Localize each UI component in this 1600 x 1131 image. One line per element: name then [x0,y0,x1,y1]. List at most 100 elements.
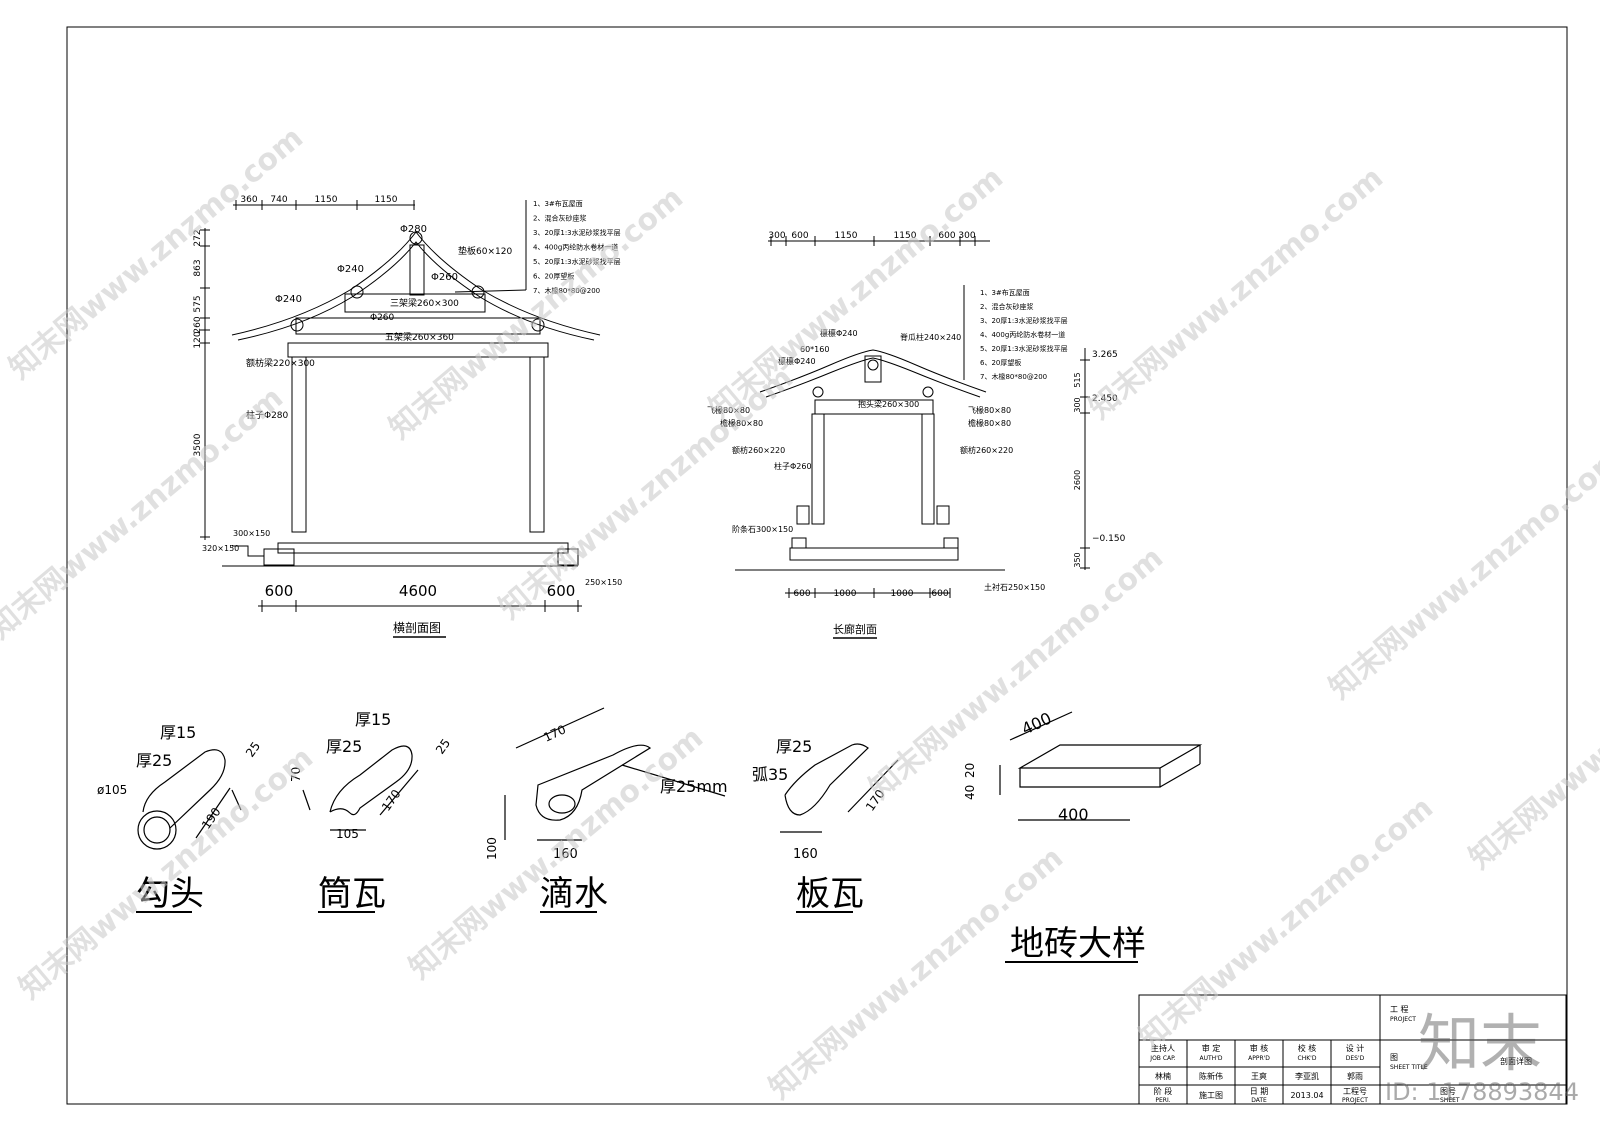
detail-label: 厚25 [326,737,362,756]
component-label: Φ280 [400,224,427,235]
header-sub: CHK'D [1298,1055,1317,1062]
dim-label: 360 [240,195,257,205]
roof-note: 5、20厚1:3水泥砂浆找平层 [533,257,621,266]
cylindrical-tile-drawing [302,745,419,831]
header: 审 定 [1202,1043,1221,1053]
roof-note: 4、400g丙纶防水卷材一道 [980,330,1065,339]
detail-label: 160 [793,847,818,862]
detail-label: 厚25 [136,751,172,770]
sheet-value: 剖面详图 [1500,1056,1532,1066]
component-label: 柱子Φ260 [774,461,812,471]
roof-note: 7、木椽80*80@200 [980,372,1047,381]
sheet-no: 图号 [1440,1087,1456,1096]
date-label: 日 期 [1250,1087,1269,1096]
dim-label: 350 [1073,552,1082,567]
roof-note: 6、20厚望板 [533,272,574,281]
tile-detail-labels: 厚15厚25ø10525190厚15厚257025170105170厚25mm1… [97,708,1089,862]
detail-label: 70 [289,767,303,782]
component-label: 320×150 [202,544,239,553]
phase-sub: PERI. [1155,1097,1170,1104]
component-label: Φ260 [431,272,458,283]
dim-label: 600 [793,589,810,599]
dim-label: 600 [547,582,576,600]
detail-label: 弧35 [752,765,788,784]
roof-note: 3、20厚1:3水泥砂浆找平层 [980,316,1068,325]
sheet-title-sub: SHEET TITLE [1390,1064,1428,1071]
component-label: 飞椽80×80 [707,405,750,415]
name: 李亚凯 [1295,1071,1319,1081]
project-title: 工 程 [1390,1005,1409,1014]
dim-label: 120 [193,331,203,348]
corridor-section-title: 长廊剖面 [833,622,877,636]
component-label: 300×150 [233,529,270,538]
roof-note: 3、20厚1:3水泥砂浆找平层 [533,228,621,237]
component-label: 檩檩Φ240 [820,328,858,338]
component-label: 檐椽80×80 [720,418,763,428]
component-label: 额枋260×220 [732,445,785,455]
dim-label: 863 [193,259,203,276]
detail-label: 厚15 [355,710,391,729]
watermark-text: 知末网www.znzmo.com [863,540,1170,806]
detail-label: 105 [336,827,359,841]
roof-note: 5、20厚1:3水泥砂浆找平层 [980,344,1068,353]
detail-label: 厚25 [776,737,812,756]
dim-label: 740 [270,195,287,205]
watermark-layer: 知末网www.znzmo.com 知末网www.znzmo.com 知末网www.z… [0,120,1600,1106]
header-sub: JOB CAP. [1149,1055,1175,1062]
name: 林楠 [1155,1071,1171,1081]
roof-note: 4、400g丙纶防水卷材一道 [533,243,618,252]
component-label: 抱头梁260×300 [858,399,919,409]
header-sub: AUTH'D [1200,1055,1223,1062]
component-label: 三架梁260×300 [390,297,459,309]
component-label: 垫板60×120 [458,245,512,257]
watermark-text: 知末网www.znzmo.com [403,720,710,986]
detail-name: 板瓦 [796,874,864,914]
component-label: 檐椽80×80 [968,418,1011,428]
cross-section-labels: Φ280Φ240Φ240Φ260Φ260垫板60×120三架梁260×300五架… [202,224,622,587]
title-block-grid [1138,994,1567,1105]
header: 设 计 [1346,1043,1365,1053]
dim-label: 515 [1073,372,1082,387]
detail-label: 厚25mm [660,777,728,796]
detail-name: 筒瓦 [318,874,386,914]
sheet-title: 图 [1390,1053,1398,1062]
dim-label: 600 [265,582,294,600]
drip-tile-drawing [504,707,726,841]
dim-label: 1150 [835,231,858,241]
component-label: Φ240 [337,264,364,275]
detail-label: 25 [243,739,263,760]
corridor-section-roof-notes: 1、3#布瓦屋面2、混合灰砂座浆3、20厚1:3水泥砂浆找平层4、400g丙纶防… [980,288,1068,381]
component-label: 250×150 [585,578,622,587]
component-label: 土衬石250×150 [984,582,1045,592]
detail-label: 400 [1058,805,1089,824]
watermark-text: 知末网www.znzmo.com [13,740,320,1006]
header-sub: DES'D [1346,1055,1365,1062]
sheet-no-sub: SHEET [1440,1097,1460,1104]
elevation-label: 2.450 [1092,394,1118,404]
dim-label: 1000 [834,589,857,599]
project-title-sub: PROJECT [1390,1016,1416,1023]
dim-label: 600 [938,231,955,241]
roof-note: 2、混合灰砂座浆 [533,214,586,223]
dim-label: 1150 [315,195,338,205]
date-sub: DATE [1251,1097,1267,1104]
detail-name: 地砖大样 [1010,924,1146,964]
cross-section-roof-notes: 1、3#布瓦屋面2、混合灰砂座浆3、20厚1:3水泥砂浆找平层4、400g丙纶防… [533,199,621,295]
dim-label: 300 [1073,397,1082,412]
component-label: Φ260 [370,313,395,323]
sheet-frame [66,26,1568,1105]
detail-name: 滴水 [540,874,608,914]
detail-name: 勾头 [136,874,204,914]
eave-tile-end-drawing [137,749,242,850]
component-label: 脊瓜柱240×240 [900,332,961,342]
component-label: Φ240 [275,294,302,305]
name: 郭雨 [1347,1071,1363,1081]
elevation-label: 3.265 [1092,350,1118,360]
dim-label: 600 [791,231,808,241]
watermark-id: ID: 1178893844 [1385,1078,1579,1106]
